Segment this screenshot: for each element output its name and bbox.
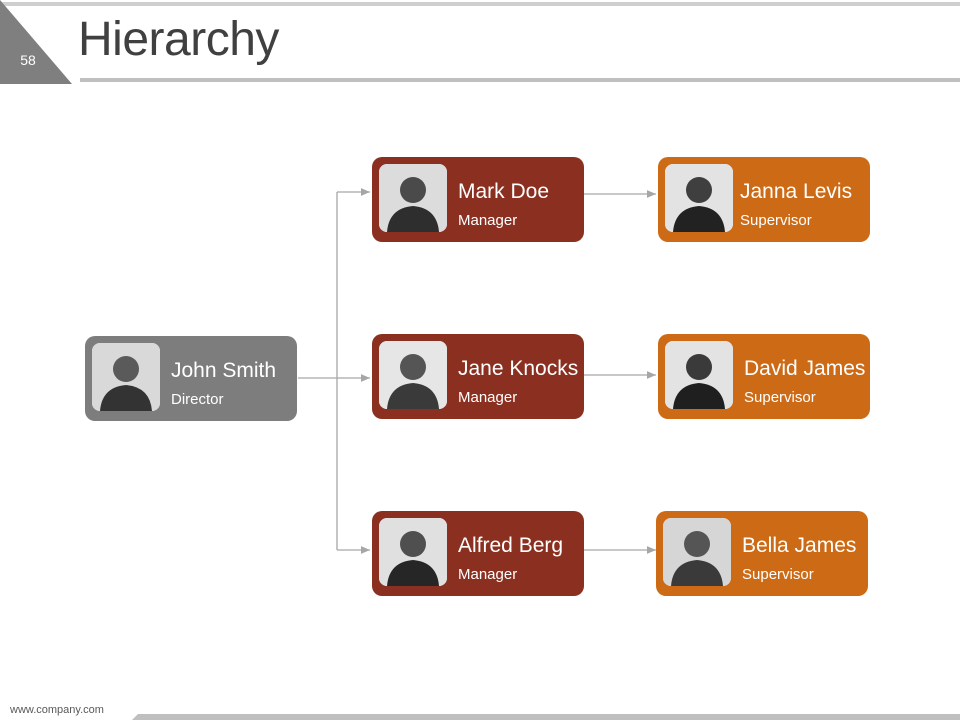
supervisor-name: Janna Levis xyxy=(740,180,853,203)
supervisor-card: Janna Levis Supervisor xyxy=(658,157,870,242)
supervisor-name: Bella James xyxy=(742,534,857,557)
person-photo-icon xyxy=(379,518,447,586)
page-title: Hierarchy xyxy=(78,13,279,66)
manager-card: Jane Knocks Manager xyxy=(372,334,584,419)
manager-card: Mark Doe Manager xyxy=(372,157,584,242)
manager-name: Alfred Berg xyxy=(458,534,564,557)
director-name: John Smith xyxy=(171,359,277,382)
page-number: 58 xyxy=(20,52,36,68)
director-card: John Smith Director xyxy=(85,336,297,421)
footer-url: www.company.com xyxy=(10,704,104,716)
manager-role: Manager xyxy=(458,389,518,406)
supervisor-name: David James xyxy=(744,357,866,380)
person-photo-icon xyxy=(379,164,447,232)
manager-name: Jane Knocks xyxy=(458,357,579,380)
person-photo-icon xyxy=(663,518,731,586)
supervisor-card: David James Supervisor xyxy=(658,334,870,419)
director-role: Director xyxy=(171,391,224,408)
manager-card: Alfred Berg Manager xyxy=(372,511,584,596)
person-photo-icon xyxy=(379,341,447,409)
footer-rule xyxy=(132,714,960,720)
person-photo-icon xyxy=(665,164,733,232)
top-rule xyxy=(0,2,960,6)
supervisor-role: Supervisor xyxy=(740,212,812,229)
manager-role: Manager xyxy=(458,566,518,583)
supervisor-role: Supervisor xyxy=(744,389,816,406)
manager-role: Manager xyxy=(458,212,518,229)
supervisor-role: Supervisor xyxy=(742,566,814,583)
title-rule xyxy=(80,78,960,82)
manager-name: Mark Doe xyxy=(458,180,550,203)
supervisor-card: Bella James Supervisor xyxy=(656,511,868,596)
person-photo-icon xyxy=(92,343,160,411)
person-photo-icon xyxy=(665,341,733,409)
page-number-tab xyxy=(0,0,72,84)
